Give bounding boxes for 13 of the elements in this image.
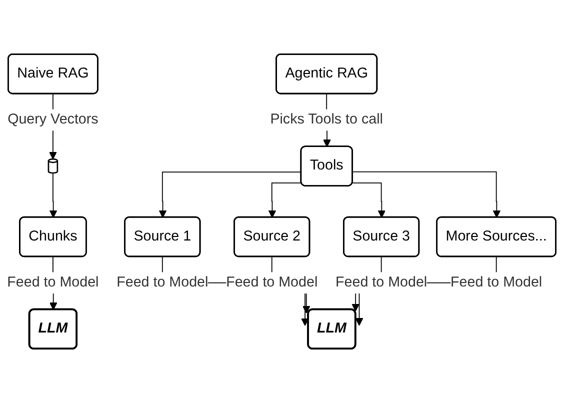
edge-label: Feed to Model: [226, 274, 318, 290]
edge-label: Query Vectors: [8, 112, 98, 128]
node-cylinder: [48, 158, 58, 174]
arrow: [158, 172, 302, 218]
arrow: [352, 182, 386, 218]
arrow: [49, 172, 58, 218]
edge-label: Feed to Model: [336, 274, 428, 290]
arrow: [352, 172, 501, 218]
edge-label: Feed to Model: [450, 274, 542, 290]
edge-label: Feed to Model: [7, 274, 99, 290]
arrow: [268, 182, 302, 218]
edge-label: Picks Tools to call: [270, 112, 383, 128]
edge-label: Feed to Model: [116, 274, 208, 290]
